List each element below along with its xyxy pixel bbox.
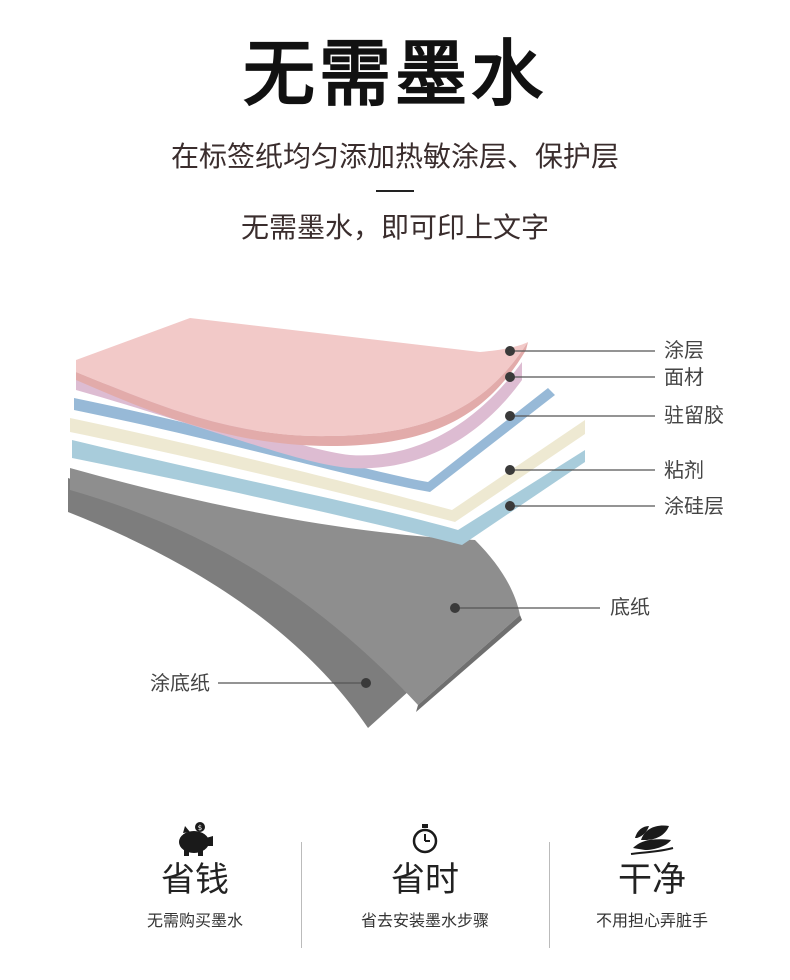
leaf-hand-icon [630,825,674,855]
feature-save-time: 省时 省去安装墨水步骤 [300,818,550,930]
label-coated-base-paper: 涂底纸 [150,671,210,695]
subtitle-coating: 在标签纸均匀添加热敏涂层、保护层 [170,140,619,173]
dot-coating [505,346,515,356]
page-title: 无需墨水 [242,32,547,116]
label-silicone: 涂硅层 [664,494,724,518]
subtitle-no-ink: 无需墨水，即可印上文字 [240,211,549,244]
label-adhesive: 粘剂 [664,458,704,482]
feature-desc: 省去安装墨水步骤 [360,910,489,930]
dot-retention-glue [505,411,515,421]
separator [549,842,550,948]
label-retention-glue: 驻留胶 [664,403,724,427]
label-layers-diagram [68,318,655,728]
feature-name: 省时 [391,860,459,900]
feature-desc: 不用担心弄脏手 [595,910,708,930]
separator [301,842,302,948]
dot-adhesive [505,465,515,475]
svg-text:$: $ [198,824,202,832]
dot-face-material [505,372,515,382]
feature-name: 干净 [618,860,686,900]
layer-coating [76,318,528,437]
label-coating: 涂层 [664,338,704,362]
dot-silicone [505,501,515,511]
stopwatch-icon [412,824,438,854]
layer-coated-base-paper [68,478,410,728]
label-base-paper: 底纸 [610,595,650,619]
feature-clean: 干净 不用担心弄脏手 [527,818,777,930]
feature-save-money: $ 省钱 无需购买墨水 [70,818,320,930]
label-face-material: 面材 [664,365,704,389]
feature-desc: 无需购买墨水 [146,910,243,930]
layer-base-paper [70,468,520,705]
piggy-bank-icon: $ [179,822,213,856]
dot-base-paper [450,603,460,613]
feature-name: 省钱 [161,860,229,900]
dot-coated-base-paper [361,678,371,688]
divider [376,190,414,192]
